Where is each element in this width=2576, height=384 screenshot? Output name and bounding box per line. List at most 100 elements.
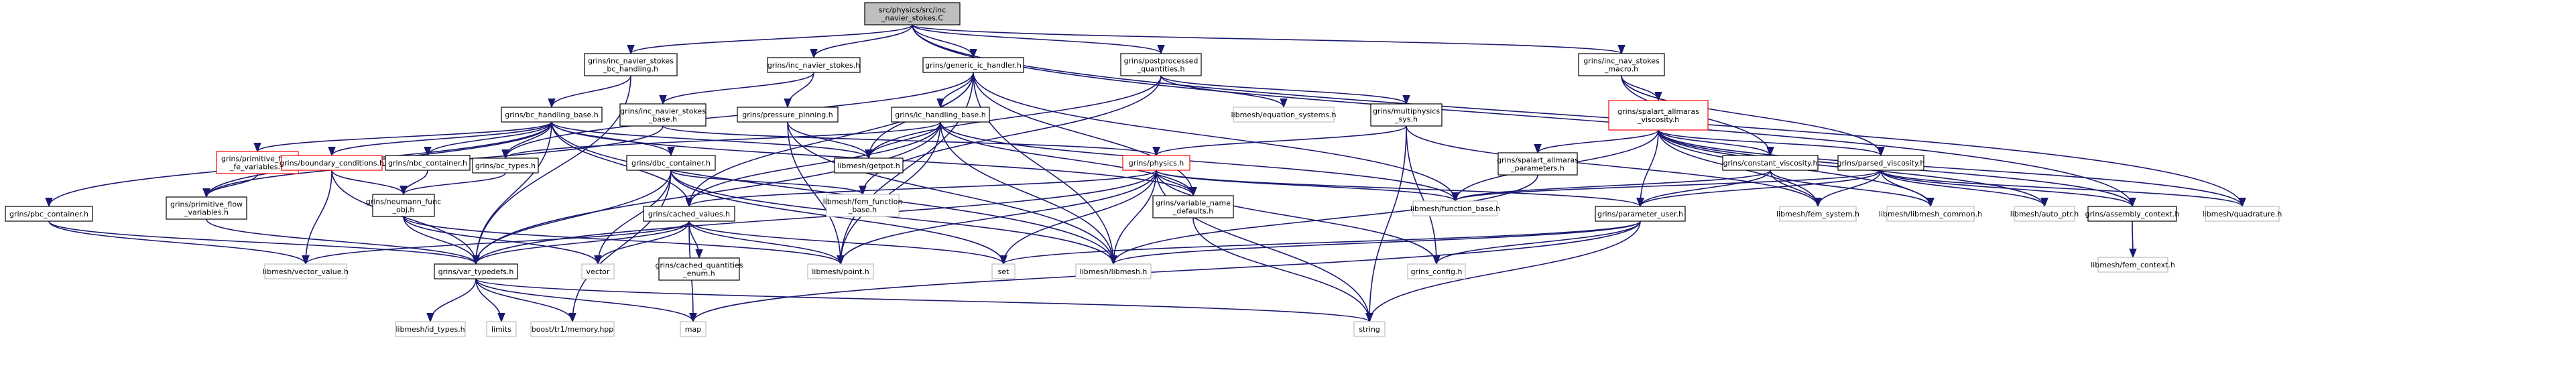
- node-n_puser[interactable]: grins/parameter_user.h: [1595, 206, 1686, 222]
- node-n_nbc[interactable]: grins/nbc_container.h: [385, 155, 471, 171]
- node-n_ichb[interactable]: grins/ic_handling_base.h: [891, 107, 990, 123]
- node-n_lmc: libmesh/libmesh_common.h: [1879, 206, 1982, 222]
- node-n_ppq[interactable]: grins/postprocessed_quantities.h: [1120, 53, 1202, 76]
- node-box: [626, 155, 716, 171]
- node-label: boost/tr1/memory.hpp: [532, 325, 614, 334]
- node-box: [472, 157, 539, 174]
- node-label: grins/nbc_container.h: [388, 159, 467, 168]
- edge-n_pv-to-n_actx: [1880, 170, 2136, 208]
- edge-n_pbc-to-n_vt: [48, 220, 480, 265]
- node-n_vnd[interactable]: grins/variable_name_defaults.h: [1152, 195, 1234, 218]
- node-box: [2097, 257, 2168, 273]
- edge-n_ichb-to-n_fb: [940, 121, 1459, 202]
- node-box: [1152, 195, 1234, 218]
- node-n_fefb: libmesh/fem_function_base.h: [823, 194, 902, 217]
- edge-n_phys-to-n_cvals: [685, 170, 1157, 208]
- edge-n_ins-to-n_insb: [659, 72, 814, 105]
- node-n_actx[interactable]: grins/assembly_context.h: [2085, 206, 2180, 222]
- edge-n_ichb-to-n_point: [837, 121, 941, 265]
- node-n_sav[interactable]: grins/spalart_allmaras_viscosity.h: [1608, 100, 1709, 131]
- edge-n_dbc-to-n_fefb: [670, 170, 867, 196]
- node-n_config: grins_config.h: [1407, 263, 1466, 279]
- edge-n_pbc-to-n_vv: [48, 220, 310, 265]
- node-n_sap[interactable]: grins/spalart_allmaras_parameters.h: [1497, 152, 1579, 176]
- node-n_cv[interactable]: grins/constant_viscosity.h: [1722, 155, 1819, 171]
- edge-n_ichb-to-n_getpot: [865, 121, 941, 159]
- node-n_cvals[interactable]: grins/cached_values.h: [643, 206, 735, 222]
- node-label: grins/cached_quantities: [656, 261, 743, 270]
- edge-n_vt-to-n_map: [475, 278, 697, 323]
- node-label: _defaults.h: [1172, 207, 1213, 216]
- node-label: grins/pbc_container.h: [9, 210, 88, 218]
- edge-n_ichb-to-n_cvals: [685, 121, 941, 208]
- edge-root-to-n_ins: [810, 24, 913, 59]
- node-n_insm[interactable]: grins/inc_nav_stokes_macro.h: [1578, 53, 1665, 76]
- node-box: [1370, 103, 1443, 127]
- node-box: [737, 107, 839, 123]
- node-box: [372, 194, 435, 217]
- node-n_insb[interactable]: grins/inc_navier_stokes_base.h: [619, 103, 707, 127]
- node-n_mps[interactable]: grins/multiphysics_sys.h: [1370, 103, 1443, 127]
- node-n_fb: libmesh/function_base.h: [1410, 200, 1500, 216]
- node-n_mem: boost/tr1/memory.hpp: [530, 321, 615, 337]
- node-box: [1407, 263, 1466, 279]
- node-n_ins[interactable]: grins/inc_navier_stokes.h: [767, 57, 861, 73]
- node-label: libmesh/point.h: [812, 267, 869, 276]
- node-box: [434, 263, 518, 279]
- edge-n_vt-to-n_mem: [475, 278, 576, 323]
- edge-n_bchb-to-n_pfv: [253, 121, 552, 153]
- node-label: _quantities.h: [1137, 65, 1185, 74]
- node-box: [922, 57, 1024, 73]
- node-n_pfv2[interactable]: grins/primitive_flow_variables.h: [166, 196, 247, 220]
- edge-n_actx-to-n_fctx: [2129, 220, 2137, 259]
- node-n_cqe[interactable]: grins/cached_quantities_enum.h: [656, 257, 743, 281]
- node-n_aptr: libmesh/auto_ptr.h: [2010, 206, 2079, 222]
- edge-root-to-n_ppq: [912, 24, 1165, 55]
- node-root[interactable]: src/physics/src/inc_navier_stokes.C: [864, 2, 961, 25]
- edge-n_bchb-to-n_bc: [328, 121, 552, 157]
- node-n_bchb[interactable]: grins/bc_handling_base.h: [501, 107, 603, 123]
- node-n_gic[interactable]: grins/generic_ic_handler.h: [922, 57, 1024, 73]
- node-box: [581, 263, 615, 279]
- node-n_dbc[interactable]: grins/dbc_container.h: [626, 155, 716, 171]
- node-box: [1122, 155, 1190, 171]
- node-box: [807, 263, 874, 279]
- edge-n_dbc-to-n_vector: [594, 170, 672, 265]
- node-label: vector: [587, 267, 610, 276]
- node-box: [1595, 206, 1686, 222]
- edge-n_sav-to-n_pv: [1658, 129, 1885, 157]
- node-n_getpot[interactable]: libmesh/getpot.h: [834, 157, 904, 174]
- node-label: grins/bc_handling_base.h: [505, 111, 598, 119]
- edge-n_phys-to-n_string: [1156, 170, 1373, 323]
- edge-n_ichb-to-n_vnd: [940, 121, 1197, 197]
- node-box: [1722, 155, 1819, 171]
- edge-n_dbc-to-n_mem: [568, 170, 672, 323]
- node-label: grins/var_typedefs.h: [438, 267, 514, 276]
- node-n_quad: libmesh/quadrature.h: [2203, 206, 2282, 222]
- node-n_pp[interactable]: grins/pressure_pinning.h: [737, 107, 839, 123]
- node-label: src/physics/src/inc: [879, 6, 946, 15]
- node-label: set: [998, 267, 1009, 276]
- node-n_pbc[interactable]: grins/pbc_container.h: [5, 206, 93, 222]
- node-label: _macro.h: [1604, 65, 1638, 74]
- node-box: [1578, 53, 1665, 76]
- node-box: [385, 155, 471, 171]
- edge-n_pv-to-n_quad: [1880, 170, 2246, 208]
- edge-n_pv-to-n_lmc: [1880, 170, 1935, 208]
- node-box: [5, 206, 93, 222]
- node-box: [281, 155, 383, 171]
- node-label: libmesh/id_types.h: [395, 325, 465, 334]
- node-n_bc[interactable]: grins/boundary_conditions.h: [280, 155, 384, 171]
- node-n_pv[interactable]: grins/parsed_viscosity.h: [1837, 155, 1925, 171]
- node-label: _fe_variables.h: [229, 163, 285, 172]
- node-n_ins_bch[interactable]: grins/inc_navier_stokes_bc_handling.h: [584, 53, 678, 76]
- node-n_vt[interactable]: grins/var_typedefs.h: [434, 263, 518, 279]
- node-n_phys[interactable]: grins/physics.h: [1122, 155, 1190, 171]
- node-n_limits: limits: [486, 321, 517, 337]
- node-label: grins/ic_handling_base.h: [895, 111, 986, 119]
- node-label: libmesh/function_base.h: [1410, 204, 1500, 213]
- node-n_nf[interactable]: grins/neumann_func_obj.h: [366, 194, 441, 217]
- node-label: libmesh/fem_system.h: [1776, 210, 1859, 218]
- node-label: _enum.h: [682, 269, 715, 278]
- node-n_bct[interactable]: grins/bc_types.h: [472, 157, 539, 174]
